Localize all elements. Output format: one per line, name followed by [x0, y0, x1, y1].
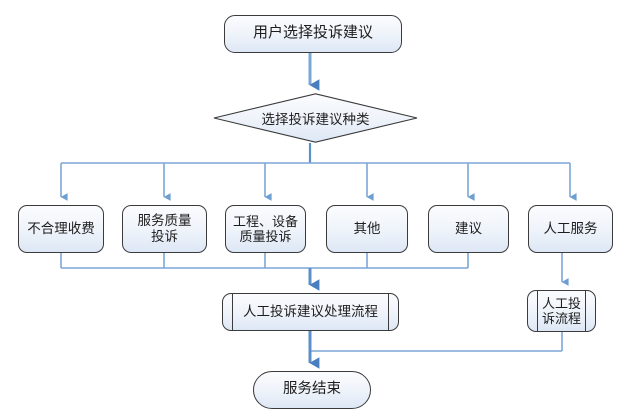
node-option3-label-line1: 工程、设备	[232, 213, 298, 229]
node-option-engineering-equipment-quality-complaint[interactable]: 工程、设备 质量投诉	[225, 205, 306, 253]
node-option2-label-wrap: 服务质量 投诉	[138, 213, 192, 245]
node-decision[interactable]: 选择投诉建议种类	[213, 93, 418, 143]
edge-options-to-main-process	[60, 253, 469, 291]
node-end-label: 服务结束	[283, 381, 341, 398]
node-manual-complaint-handling-process[interactable]: 人工投诉建议处理流程	[222, 293, 399, 331]
node-manual-complaint-process[interactable]: 人工投 诉流程	[527, 290, 596, 332]
node-option3-label-line2: 质量投诉	[239, 229, 292, 244]
node-end[interactable]: 服务结束	[253, 371, 371, 409]
node-option-service-quality-complaint[interactable]: 服务质量 投诉	[122, 205, 207, 253]
node-option5-label: 建议	[455, 221, 482, 237]
node-option-unreasonable-fee[interactable]: 不合理收费	[18, 205, 104, 253]
node-option4-label: 其他	[353, 221, 381, 237]
node-start[interactable]: 用户选择投诉建议	[224, 15, 402, 53]
node-process-side-label-line1: 人工投	[541, 295, 581, 311]
node-process-side-label-wrap: 人工投 诉流程	[542, 296, 581, 327]
node-option6-label: 人工服务	[543, 221, 598, 237]
node-option-suggestion[interactable]: 建议	[428, 205, 509, 253]
node-start-label: 用户选择投诉建议	[252, 25, 373, 42]
node-option-manual-service[interactable]: 人工服务	[528, 205, 613, 253]
process-side-left-bar	[537, 290, 538, 332]
process-side-right-bar	[585, 290, 586, 332]
node-option2-label-line1: 服务质量	[137, 213, 192, 229]
diamond-shape	[213, 93, 418, 143]
process-right-bar	[388, 293, 389, 331]
node-option2-label-line2: 投诉	[151, 229, 178, 244]
edge-side-process-to-end-bus	[310, 332, 563, 352]
process-left-bar	[232, 293, 233, 331]
node-option-other[interactable]: 其他	[326, 205, 408, 253]
node-process-main-label: 人工投诉建议处理流程	[243, 304, 378, 320]
node-option3-label-wrap: 工程、设备 质量投诉	[233, 214, 298, 245]
node-process-side-label-line2: 诉流程	[541, 311, 581, 326]
node-decision-label: 选择投诉建议种类	[261, 112, 370, 127]
edge-decision-to-options	[60, 143, 577, 201]
node-option1-label: 不合理收费	[27, 221, 95, 237]
node-decision-label-wrap: 选择投诉建议种类	[213, 93, 418, 143]
